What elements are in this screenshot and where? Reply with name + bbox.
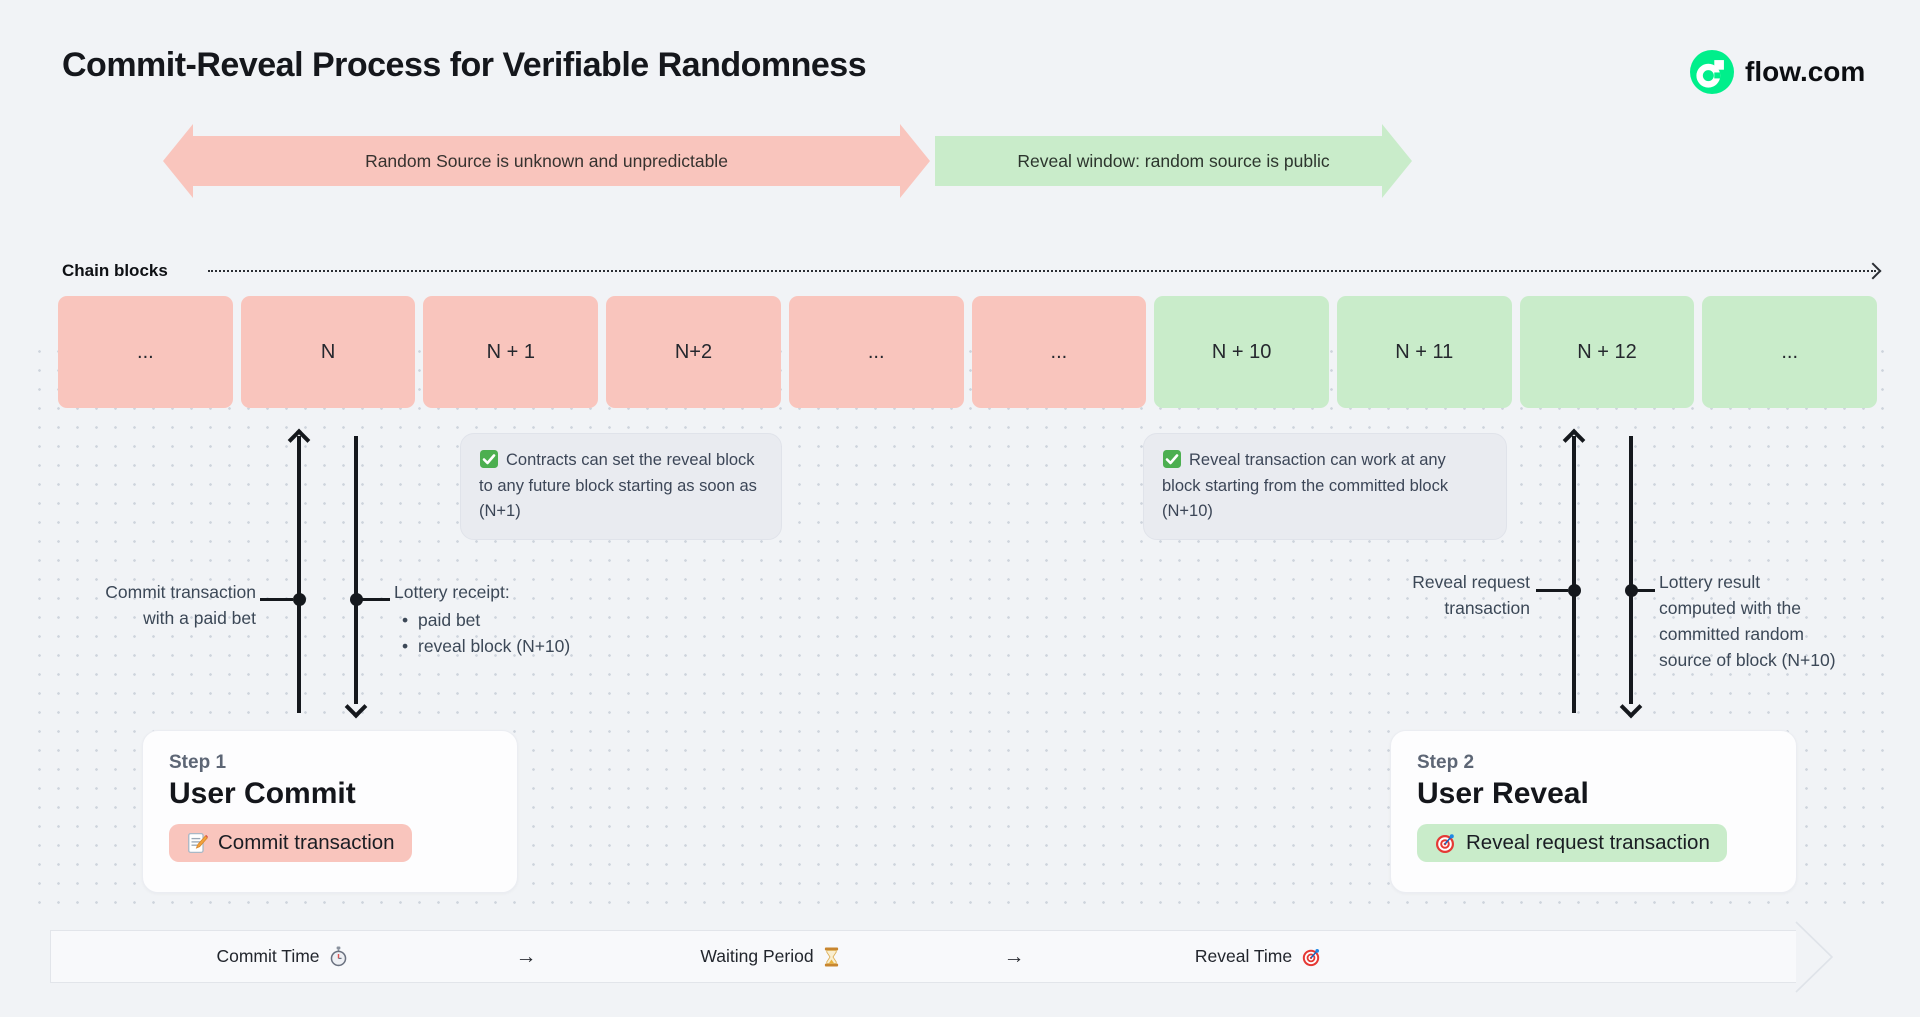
phase-arrow-reveal-window: Reveal window: random source is public (935, 124, 1412, 198)
timeline-arrow: → (1003, 944, 1025, 968)
chain-block: N (240, 296, 416, 408)
check-icon (479, 449, 499, 469)
connector-dash (260, 597, 293, 601)
commit-up-arrow-line (297, 436, 301, 713)
connector-dot (292, 592, 306, 606)
timeline-item-waiting-period: Waiting Period (648, 930, 892, 983)
chain-blocks-label: Chain blocks (62, 261, 168, 280)
timeline-arrow: → (515, 944, 537, 968)
phase-arrow-random-unknown: Random Source is unknown and unpredictab… (163, 124, 930, 198)
step-title: User Commit (169, 777, 356, 810)
step-kicker: Step 1 (169, 752, 227, 773)
step-card-commit: Step 1 User Commit Commit transaction (142, 730, 518, 893)
annotation-reveal-request: Reveal request transaction (1412, 572, 1530, 618)
timeline-item-reveal-time: Reveal Time (1136, 930, 1380, 983)
phase-arrow-unknown-label: Random Source is unknown and unpredictab… (365, 150, 728, 171)
chain-block: ... (971, 296, 1147, 408)
check-icon (1162, 449, 1182, 469)
target-icon (1434, 832, 1456, 854)
annotation-lottery-receipt: Lottery receipt: paid bet reveal block (… (394, 580, 654, 660)
chain-block: ... (1702, 296, 1878, 408)
phase-arrow-reveal-label: Reveal window: random source is public (1017, 150, 1330, 171)
lottery-receipt-bullet: paid bet (394, 608, 654, 634)
reveal-up-arrow-line (1572, 436, 1576, 713)
page-title: Commit-Reveal Process for Verifiable Ran… (62, 46, 867, 84)
step-title: User Reveal (1417, 777, 1589, 810)
chain-block: ... (58, 296, 233, 408)
timeline-item-commit-time: Commit Time (160, 930, 404, 983)
annotation-lottery-result: Lottery result computed with the committ… (1659, 572, 1836, 670)
brand-name: flow.com (1745, 56, 1866, 87)
chain-axis-dotted-line (208, 270, 1876, 272)
chain-block: N+2 (606, 296, 781, 408)
brand: flow.com (1690, 50, 1865, 94)
chain-block-row: ... N N + 1 N+2 ... ... N + 10 N + 11 N … (58, 296, 1878, 408)
timeline-chevron-icon (1795, 921, 1835, 998)
note-commit-text: Contracts can set the reveal block to an… (479, 451, 757, 521)
connector-dot (349, 592, 363, 606)
commit-transaction-pill: Commit transaction (169, 824, 412, 862)
chain-block: ... (788, 296, 964, 408)
note-reveal-window: Reveal transaction can work at any block… (1143, 433, 1507, 540)
step-card-reveal: Step 2 User Reveal Reveal request transa… (1390, 730, 1797, 893)
chain-axis-arrow-icon (1864, 262, 1882, 280)
flow-logo-icon (1690, 50, 1734, 94)
connector-dash (362, 597, 390, 601)
note-reveal-text: Reveal transaction can work at any block… (1162, 451, 1449, 521)
memo-icon (186, 832, 208, 854)
note-commit-window: Contracts can set the reveal block to an… (460, 433, 782, 540)
annotation-commit-transaction: Commit transaction with a paid bet (105, 582, 256, 628)
step-kicker: Step 2 (1417, 752, 1475, 773)
chain-block: N + 1 (423, 296, 599, 408)
chain-block: N + 11 (1336, 296, 1512, 408)
receipt-down-arrow-line (354, 436, 358, 704)
chain-block: N + 10 (1154, 296, 1329, 408)
reveal-request-pill: Reveal request transaction (1417, 824, 1727, 862)
connector-dash (1637, 588, 1655, 592)
lottery-receipt-bullet: reveal block (N+10) (394, 634, 654, 660)
connector-dot (1624, 583, 1638, 597)
result-down-arrow-line (1629, 436, 1633, 704)
target-icon (1301, 947, 1321, 967)
connector-dash (1536, 588, 1568, 592)
stopwatch-icon (329, 946, 348, 967)
chain-block: N + 12 (1519, 296, 1695, 408)
timeline-items: Commit Time → Waiting Period (160, 930, 1380, 983)
hourglass-icon (823, 947, 840, 967)
connector-dot (1567, 583, 1581, 597)
